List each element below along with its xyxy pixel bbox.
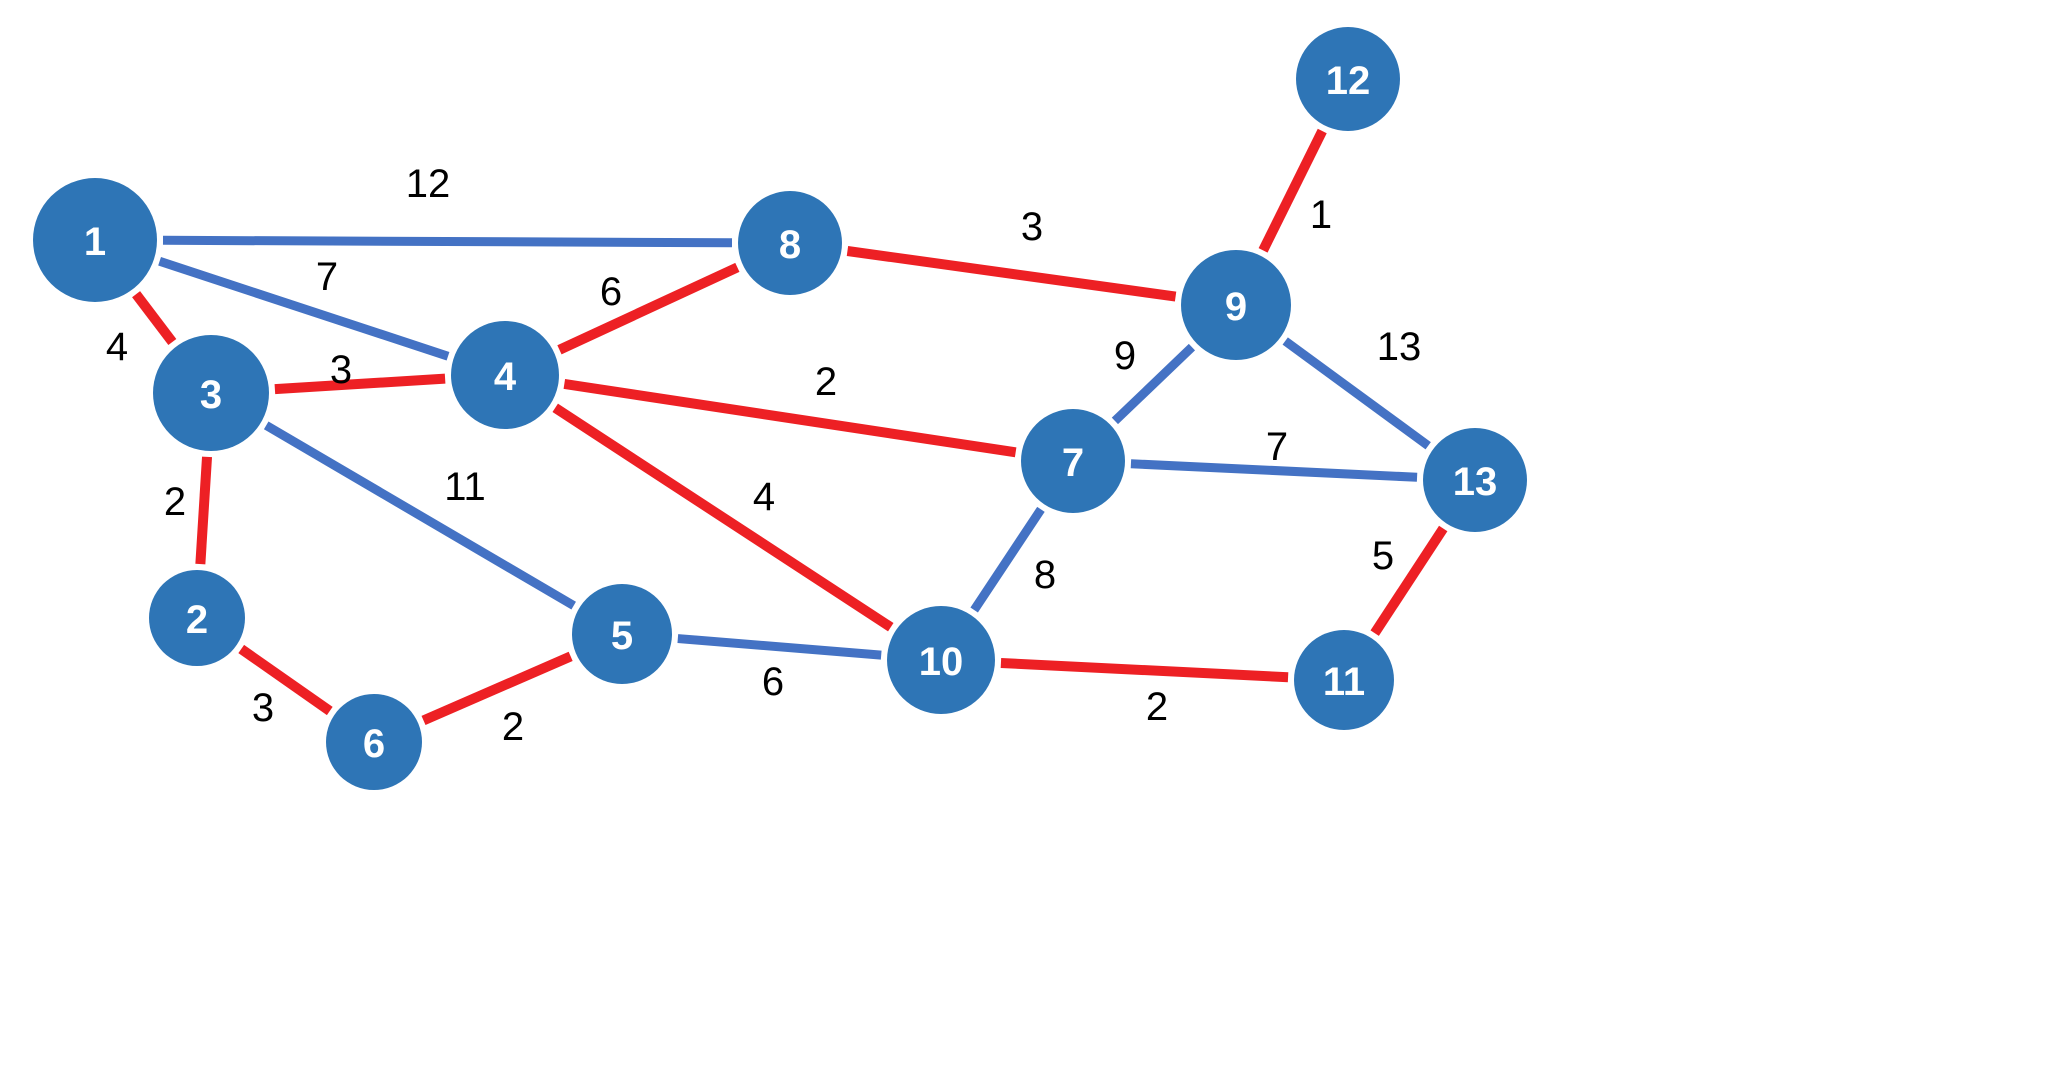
edge-weight-label-13-11: 5: [1372, 534, 1394, 578]
edge-weight-label-9-12: 1: [1310, 193, 1332, 237]
node-label-3: 3: [200, 373, 222, 417]
graph-edge-3-5[interactable]: [263, 421, 576, 610]
edge-weight-label-8-9: 3: [1021, 205, 1043, 249]
edge-weight-label-9-13: 13: [1377, 325, 1422, 369]
node-circle-8[interactable]: [738, 191, 842, 295]
node-label-9: 9: [1225, 285, 1247, 329]
graph-node-9[interactable]: 9: [1181, 250, 1291, 360]
node-label-6: 6: [363, 722, 385, 766]
node-label-10: 10: [919, 640, 964, 684]
node-circle-11[interactable]: [1294, 630, 1394, 730]
edge-weight-label-10-11: 2: [1146, 685, 1168, 729]
graph-edge-4-8[interactable]: [557, 262, 740, 355]
graph-node-1[interactable]: 1: [33, 178, 157, 302]
graph-node-5[interactable]: 5: [572, 584, 672, 684]
node-label-2: 2: [186, 598, 208, 642]
node-label-8: 8: [779, 223, 801, 267]
graph-edge-7-13[interactable]: [1130, 459, 1418, 482]
node-label-4: 4: [494, 355, 517, 399]
graph-edge-7-10[interactable]: [970, 506, 1045, 613]
edge-weight-label-9-7: 9: [1114, 334, 1136, 378]
graph-node-2[interactable]: 2: [149, 570, 245, 666]
graph-edge-8-9[interactable]: [846, 246, 1177, 302]
edge-weight-label-6-5: 2: [502, 705, 524, 749]
node-circle-3[interactable]: [153, 335, 269, 451]
graph-node-7[interactable]: 7: [1021, 409, 1125, 513]
edge-weight-label-7-10: 8: [1034, 553, 1056, 597]
node-label-13: 13: [1453, 460, 1498, 504]
graph-edge-4-10[interactable]: [552, 403, 894, 632]
edges-layer: [132, 128, 1448, 726]
edge-weight-label-1-3: 4: [106, 325, 128, 369]
graph-node-11[interactable]: 11: [1294, 630, 1394, 730]
graph-edge-1-3[interactable]: [132, 291, 177, 346]
node-label-5: 5: [611, 614, 633, 658]
graph-edge-10-11[interactable]: [1000, 657, 1289, 683]
graph-edge-5-10[interactable]: [677, 634, 882, 660]
node-label-11: 11: [1323, 660, 1365, 704]
edge-weight-label-1-8: 12: [406, 162, 451, 206]
node-circle-7[interactable]: [1021, 409, 1125, 513]
node-circle-5[interactable]: [572, 584, 672, 684]
edge-weight-label-4-7: 2: [815, 360, 837, 404]
node-circle-13[interactable]: [1423, 428, 1527, 532]
edge-weight-label-7-13: 7: [1266, 425, 1288, 469]
edge-weight-label-3-5: 11: [444, 465, 486, 509]
node-label-7: 7: [1062, 441, 1084, 485]
node-circle-9[interactable]: [1181, 250, 1291, 360]
edge-weight-label-2-6: 3: [252, 686, 274, 730]
graph-edge-2-6[interactable]: [238, 644, 333, 716]
edge-weight-label-4-10: 4: [753, 475, 775, 519]
edge-weight-label-3-4: 3: [330, 348, 352, 392]
graph-edge-1-4[interactable]: [158, 256, 450, 361]
edge-weight-label-5-10: 6: [762, 660, 784, 704]
edge-weight-label-4-8: 6: [600, 270, 622, 314]
node-circle-2[interactable]: [149, 570, 245, 666]
graph-node-3[interactable]: 3: [153, 335, 269, 451]
graph-node-10[interactable]: 10: [887, 606, 995, 714]
graph-node-13[interactable]: 13: [1423, 428, 1527, 532]
node-label-12: 12: [1326, 59, 1371, 103]
graph-edge-13-11[interactable]: [1370, 525, 1448, 636]
node-circle-6[interactable]: [326, 694, 422, 790]
graph-edge-9-13[interactable]: [1282, 337, 1431, 450]
graph-edge-9-12[interactable]: [1258, 128, 1327, 253]
edge-weight-label-1-4: 7: [316, 255, 338, 299]
graph-node-4[interactable]: 4: [451, 321, 559, 429]
node-circle-12[interactable]: [1296, 27, 1400, 131]
graph-node-12[interactable]: 12: [1296, 27, 1400, 131]
graph-edge-1-8[interactable]: [162, 235, 733, 248]
node-circle-1[interactable]: [33, 178, 157, 302]
graph-edge-4-7[interactable]: [563, 379, 1017, 458]
graph-edge-3-2[interactable]: [195, 456, 213, 565]
node-circle-10[interactable]: [887, 606, 995, 714]
edge-weight-label-3-2: 2: [164, 480, 186, 524]
graph-edge-9-7[interactable]: [1111, 343, 1196, 425]
graph-edge-6-5[interactable]: [421, 651, 573, 726]
graph-node-6[interactable]: 6: [326, 694, 422, 790]
graph-edge-3-4[interactable]: [274, 373, 446, 395]
node-label-1: 1: [84, 220, 106, 264]
node-circle-4[interactable]: [451, 321, 559, 429]
graph-node-8[interactable]: 8: [738, 191, 842, 295]
